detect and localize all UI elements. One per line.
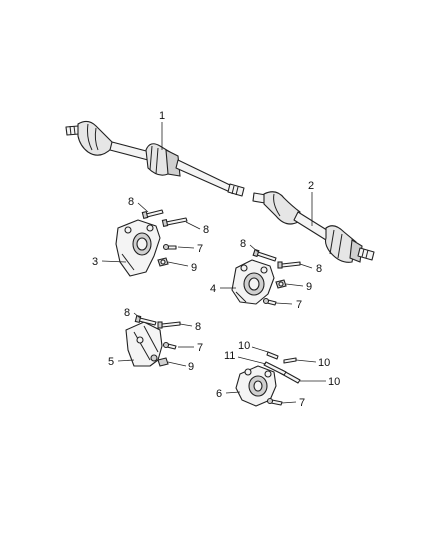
bracket-4 [231, 259, 275, 305]
callout-3: 3 [92, 256, 98, 268]
callout-7-a: 7 [197, 243, 203, 255]
bolt-8-d [277, 261, 301, 269]
callout-9-c: 9 [188, 361, 194, 373]
callout-5: 5 [108, 356, 114, 368]
nut-9-a [157, 257, 169, 267]
callout-4: 4 [210, 283, 216, 295]
screw-7-a [162, 243, 177, 251]
callout-labels: 1 2 3 4 5 6 8 8 7 9 8 8 9 7 8 8 7 9 10 1… [92, 110, 340, 409]
nut-9-c [157, 357, 169, 367]
callout-7-d: 7 [299, 397, 305, 409]
bracket-3 [115, 219, 161, 277]
callout-6: 6 [216, 388, 222, 400]
callout-7-c: 7 [197, 342, 203, 354]
drive-shaft-right [252, 191, 375, 263]
bolt-8-b [161, 217, 188, 228]
callout-1: 1 [159, 110, 165, 122]
nut-9-b [275, 279, 287, 289]
leader-lines [101, 122, 326, 404]
callout-2: 2 [308, 180, 314, 192]
callout-8-b: 8 [203, 224, 209, 236]
bolt-8-a [141, 209, 164, 220]
callout-8-d: 8 [316, 263, 322, 275]
callout-10-a: 10 [238, 340, 250, 352]
bolt-10-a [266, 351, 279, 360]
callout-8-f: 8 [195, 321, 201, 333]
screw-7-c [162, 341, 177, 350]
callout-11: 11 [224, 350, 235, 362]
callout-10-c: 10 [328, 376, 340, 388]
drive-shaft-left [65, 120, 245, 197]
bolt-10-b [283, 357, 297, 364]
screw-7-b [262, 297, 277, 306]
callout-8-a: 8 [128, 196, 134, 208]
callout-10-b: 10 [318, 357, 330, 369]
screw-7-d [266, 397, 283, 406]
callout-8-c: 8 [240, 238, 246, 250]
callout-7-b: 7 [296, 299, 302, 311]
callout-9-a: 9 [191, 262, 197, 274]
bolt-8-e [134, 314, 157, 326]
callout-9-b: 9 [306, 281, 312, 293]
bracket-5 [125, 321, 163, 367]
bolt-8-f [157, 321, 181, 329]
callout-8-e: 8 [124, 307, 130, 319]
